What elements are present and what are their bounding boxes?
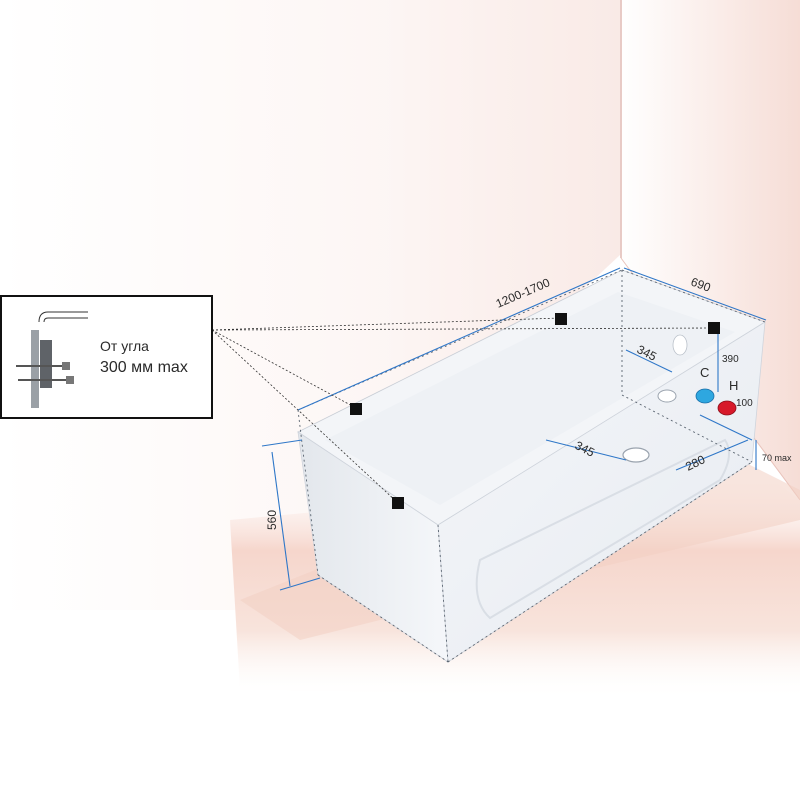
dimension-lines — [261, 267, 767, 591]
tap-height-label: 390 — [722, 354, 739, 365]
tub-basin — [325, 292, 735, 505]
tap-spacing-label: 100 — [736, 398, 753, 409]
overflow-hole — [657, 389, 677, 403]
width-dim-line — [623, 267, 767, 321]
width-label: 690 — [689, 275, 713, 295]
bracket-marker — [392, 497, 404, 509]
back-wall — [0, 0, 620, 610]
drain-wall-dim-line — [625, 349, 673, 373]
bounding-box — [297, 269, 766, 663]
bracket-marker — [708, 322, 720, 334]
bracket-marker — [350, 403, 362, 415]
faucet-outline — [672, 334, 688, 356]
water-supply: C H — [695, 365, 738, 416]
drain-hole — [622, 447, 650, 463]
callout-line-2: 300 мм max — [100, 359, 188, 376]
hot-tap-icon — [717, 400, 737, 416]
cold-tap-label: C — [700, 365, 709, 380]
callout-line-1: От угла — [100, 338, 149, 354]
cold-tap-icon — [695, 388, 715, 404]
height-label: 560 — [265, 510, 279, 530]
overflow-dim-line — [545, 439, 627, 461]
bathtub — [297, 269, 766, 663]
hot-tap-label: H — [729, 378, 738, 393]
callout-leaders — [211, 317, 713, 504]
height-dim-line — [271, 451, 291, 587]
length-dim-line — [297, 267, 621, 411]
bracket-marker — [555, 313, 567, 325]
apron-moulding — [475, 438, 730, 620]
corner-distance-callout: От угла 300 мм max — [0, 295, 213, 419]
floor-gap-label: 70 max — [762, 453, 792, 463]
mounting-brackets — [350, 313, 720, 509]
drain-offset-dim-line — [675, 439, 749, 471]
wall-bracket-icon — [16, 311, 88, 408]
